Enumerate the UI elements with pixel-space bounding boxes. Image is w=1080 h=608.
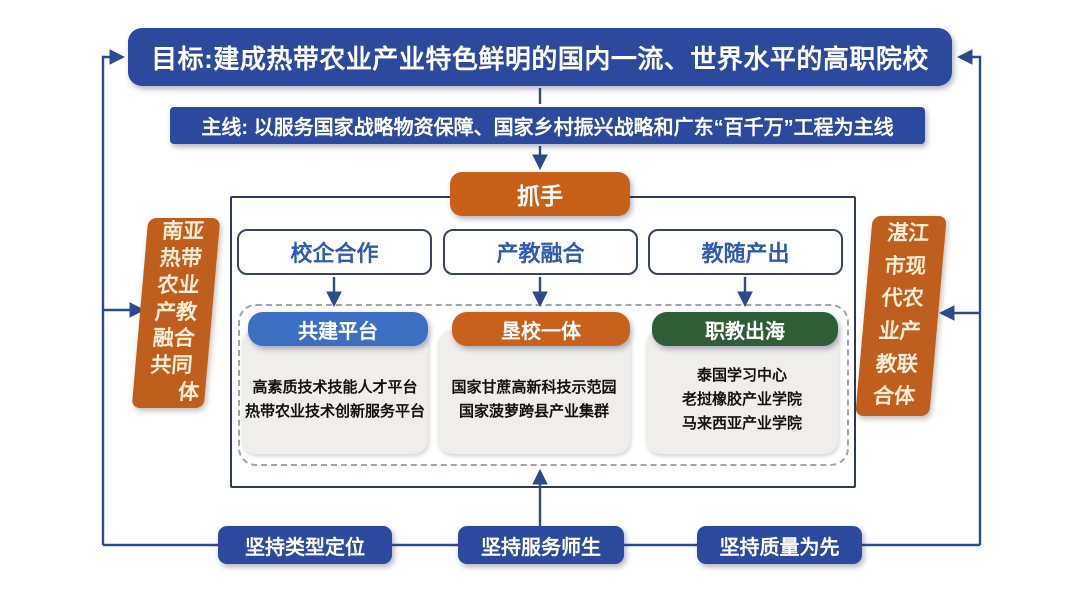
banner-line: 农业	[156, 273, 201, 297]
banner-line: 南亚	[161, 219, 206, 243]
principle-box-serve-teachers-students: 坚持服务师生	[458, 526, 624, 564]
banner-line: 共同	[149, 354, 194, 378]
strategy-label: 教随产出	[701, 241, 790, 266]
program-item: 热带农业技术创新服务平台	[244, 403, 425, 420]
goal-title-box: 目标:建成热带农业产业特色鲜明的国内一流、世界水平的高职院校	[128, 28, 952, 86]
banner-line: 市现	[883, 254, 928, 278]
program-pill-label: 共建平台	[298, 320, 378, 343]
strategy-box-teaching-follows-output: 教随产出	[648, 229, 843, 275]
banner-line: 合体	[871, 385, 916, 409]
strategy-label: 校企合作	[290, 241, 379, 266]
strategy-label: 产教融合	[496, 241, 585, 266]
program-item: 国家菠萝跨县产业集群	[458, 403, 609, 420]
banner-line: 湛江	[886, 222, 931, 246]
left-banner-south-asia-community: 南亚 热带 农业 产教 融合 共同 体	[131, 218, 221, 408]
program-card-platforms: 高素质技术技能人才平台 热带农业技术创新服务平台	[242, 330, 428, 454]
strategy-box-school-enterprise: 校企合作	[237, 229, 432, 275]
strategy-box-industry-education: 产教融合	[443, 229, 638, 275]
right-banner-zhanjiang-consortium: 湛江 市现 代农 业产 教联 合体	[855, 216, 947, 416]
goal-title-text: 目标:建成热带农业产业特色鲜明的国内一流、世界水平的高职院校	[151, 43, 929, 74]
grip-box: 抓手	[450, 172, 630, 216]
right-rail-arrow-to-goal	[956, 49, 982, 545]
banner-line: 热带	[158, 246, 203, 270]
principle-label: 坚持服务师生	[481, 536, 601, 559]
banner-line: 教联	[874, 352, 919, 376]
banner-line: 业产	[877, 320, 922, 343]
program-item: 泰国学习中心	[696, 367, 787, 384]
mainline-text: 主线: 以服务国家战略物资保障、国家乡村振兴战略和广东“百千万”工程为主线	[201, 117, 894, 139]
program-pill-label: 垦校一体	[501, 320, 581, 343]
banner-line: 代农	[880, 287, 925, 311]
banner-line: 产教	[154, 300, 199, 324]
banner-line: 体	[177, 381, 201, 405]
principle-box-type-positioning: 坚持类型定位	[218, 526, 392, 564]
principle-label: 坚持质量为先	[719, 536, 840, 559]
program-item: 老挝橡胶产业学院	[681, 391, 802, 408]
program-card-overseas: 泰国学习中心 老挝橡胶产业学院 马来西亚产业学院	[646, 330, 838, 454]
program-pill-farm-school-integration: 垦校一体	[452, 312, 630, 346]
program-item: 国家甘蔗高新科技示范园	[451, 379, 617, 396]
grip-text: 抓手	[517, 183, 563, 209]
program-card-farm-school: 国家甘蔗高新科技示范园 国家菠萝跨县产业集群	[438, 330, 630, 454]
banner-line: 融合	[151, 327, 196, 351]
program-pill-label: 职教出海	[705, 320, 785, 343]
principle-box-quality-first: 坚持质量为先	[697, 526, 862, 564]
principle-label: 坚持类型定位	[245, 536, 365, 559]
left-rail-arrow-to-goal	[101, 49, 126, 545]
mainline-bar: 主线: 以服务国家战略物资保障、国家乡村振兴战略和广东“百千万”工程为主线	[170, 107, 925, 144]
program-item: 高素质技术技能人才平台	[252, 379, 418, 396]
program-pill-build-platform: 共建平台	[248, 312, 428, 346]
program-pill-vocational-education-abroad: 职教出海	[652, 312, 838, 346]
program-item: 马来西亚产业学院	[681, 415, 802, 432]
